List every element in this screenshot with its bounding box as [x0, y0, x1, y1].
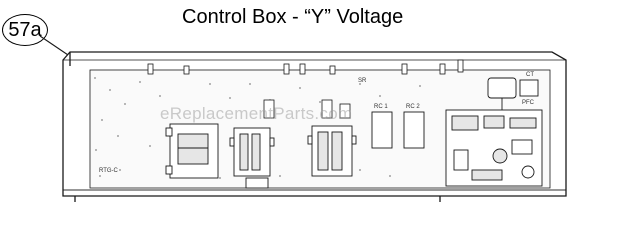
control-board — [445, 109, 543, 187]
top-studs — [147, 59, 464, 75]
contactor-1 — [229, 127, 275, 189]
label-pfc: PFC — [522, 100, 535, 106]
label-relay-2: RC 2 — [406, 104, 420, 110]
label-relay-1: RC 1 — [374, 104, 388, 110]
watermark: eReplacementParts.com — [160, 104, 353, 123]
label-left-board: RTG-C — [99, 168, 119, 174]
capacitor — [487, 77, 539, 110]
relay-blocks — [371, 111, 425, 149]
mounting-holes — [94, 77, 421, 179]
transformer — [165, 123, 219, 179]
small-relays — [263, 99, 351, 119]
callout-57a: 57a — [2, 14, 48, 46]
label-sensor: SR — [358, 78, 367, 84]
label-cap: CT — [526, 72, 534, 78]
callout-label: 57a — [8, 18, 42, 41]
contactor-2 — [307, 125, 357, 177]
diagram-title: Control Box - “Y” Voltage — [182, 6, 404, 28]
